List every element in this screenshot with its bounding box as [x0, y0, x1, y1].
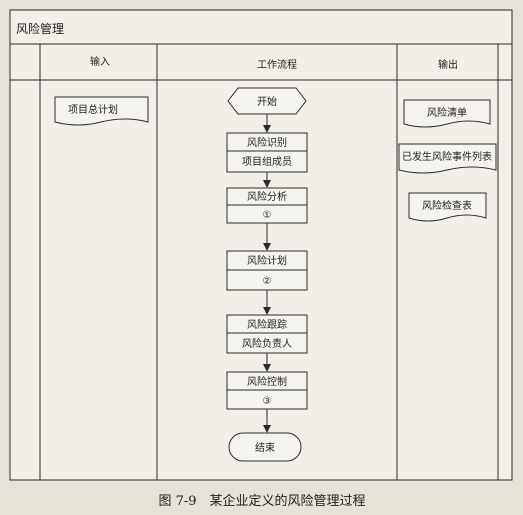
figure-caption: 图 7-9 某企业定义的风险管理过程 — [158, 493, 365, 509]
svg-text:风险计划: 风险计划 — [247, 254, 287, 267]
step-start: 开始 — [227, 87, 307, 115]
step-risk-identification: 风险识别 项目组成员 — [226, 132, 308, 173]
lane-header-output: 输出 — [438, 58, 458, 71]
output-doc-occurred-events: 已发生风险事件列表 — [398, 143, 497, 174]
step-risk-control: 风险控制 ③ — [226, 371, 308, 410]
lane-header-input: 输入 — [90, 55, 110, 68]
diagram-title: 风险管理 — [16, 21, 64, 36]
step-end: 结束 — [228, 432, 302, 462]
step-risk-tracking: 风险跟踪 风险负责人 — [226, 314, 308, 354]
svg-text:①: ① — [263, 210, 272, 221]
output-doc-risk-list: 风险清单 — [403, 99, 491, 128]
svg-text:风险控制: 风险控制 — [247, 375, 287, 388]
svg-text:开始: 开始 — [257, 95, 277, 108]
output-doc-risk-checklist: 风险检查表 — [408, 192, 487, 222]
svg-text:②: ② — [263, 276, 272, 287]
step-risk-planning: 风险计划 ② — [226, 250, 308, 291]
svg-text:项目总计划: 项目总计划 — [68, 103, 118, 116]
lane-header-process: 工作流程 — [257, 58, 297, 71]
svg-text:已发生风险事件列表: 已发生风险事件列表 — [402, 150, 492, 163]
svg-text:风险跟踪: 风险跟踪 — [247, 318, 287, 331]
input-doc-project-plan: 项目总计划 — [54, 96, 149, 126]
svg-text:风险检查表: 风险检查表 — [422, 199, 472, 212]
step-risk-analysis: 风险分析 ① — [226, 187, 308, 224]
svg-text:风险识别: 风险识别 — [247, 136, 287, 149]
svg-text:项目组成员: 项目组成员 — [242, 155, 292, 168]
svg-text:风险清单: 风险清单 — [427, 106, 467, 119]
svg-text:结束: 结束 — [255, 441, 275, 454]
svg-text:风险负责人: 风险负责人 — [242, 337, 292, 350]
svg-text:③: ③ — [263, 396, 272, 407]
svg-text:风险分析: 风险分析 — [247, 190, 287, 203]
